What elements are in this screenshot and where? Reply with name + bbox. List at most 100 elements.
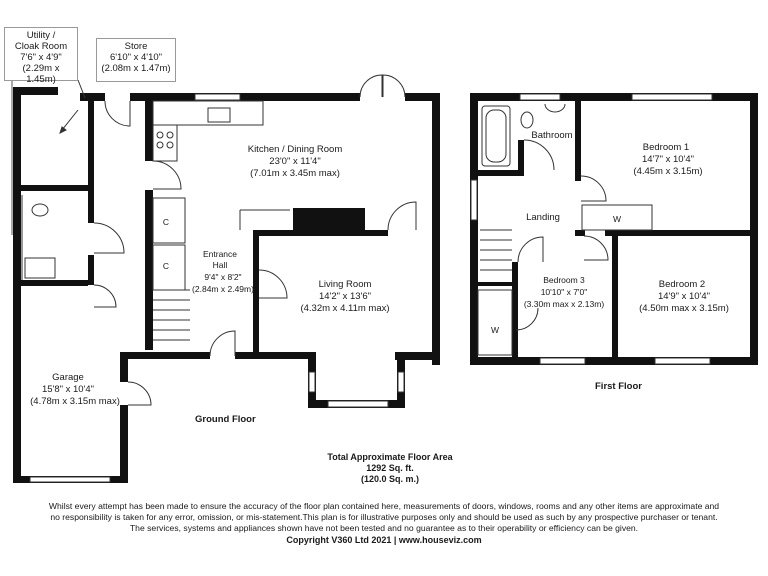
wc xyxy=(31,203,49,217)
cupboard-label: C xyxy=(163,261,169,271)
store-name: Store xyxy=(124,41,148,52)
kitchen-worktop xyxy=(152,124,178,162)
store-callout: Store 6'10" x 4'10" (2.08m x 1.47m) xyxy=(96,38,176,82)
utility-name2: Cloak Room xyxy=(14,41,68,52)
wall xyxy=(13,87,58,95)
wall xyxy=(575,101,581,181)
hob-ring xyxy=(166,131,174,139)
garage-metric: (4.78m x 3.15m max) xyxy=(30,396,120,407)
door-arc xyxy=(209,330,236,357)
wall xyxy=(512,262,518,360)
living-dims: 14'2" x 13'6" xyxy=(319,291,371,302)
wc xyxy=(520,111,534,129)
garage-name: Garage xyxy=(52,372,84,383)
wall xyxy=(470,93,755,101)
bed2-name: Bedroom 2 xyxy=(659,279,705,290)
basin xyxy=(544,103,566,113)
first-floor-walls xyxy=(470,93,758,365)
bed1-name: Bedroom 1 xyxy=(643,142,689,153)
door-arc xyxy=(583,235,609,261)
stairs xyxy=(480,229,512,271)
kitchen-dims: 23'0" x 11'4" xyxy=(269,156,320,167)
stairs xyxy=(153,289,190,341)
bed3-metric: (3.30m max x 2.13m) xyxy=(524,299,604,309)
wall xyxy=(432,93,440,365)
sink xyxy=(207,107,231,123)
wall xyxy=(145,190,153,350)
door-arc xyxy=(258,269,288,299)
door-arc xyxy=(152,160,182,190)
bed3-name: Bedroom 3 xyxy=(543,275,585,285)
wardrobe-label: W xyxy=(491,325,499,335)
total-area-sqft: 1292 Sq. ft. xyxy=(366,463,414,473)
door-arc xyxy=(580,175,607,202)
utility-sink xyxy=(24,257,56,279)
hall-name: Entrance xyxy=(203,249,237,259)
store-dims: 6'10" x 4'10" xyxy=(109,52,163,63)
door-arc xyxy=(104,100,131,127)
door-arc xyxy=(387,201,417,231)
wall xyxy=(120,352,128,382)
copyright: Copyright V360 Ltd 2021 | www.houseviz.c… xyxy=(286,535,482,545)
wall xyxy=(235,352,315,359)
wardrobe xyxy=(581,204,653,231)
ground-floor-fixtures xyxy=(11,74,417,483)
window xyxy=(519,93,561,101)
living-metric: (4.32m x 4.11m max) xyxy=(300,303,389,314)
wall xyxy=(612,236,618,360)
window xyxy=(539,357,586,365)
living-name: Living Room xyxy=(319,279,372,290)
wall xyxy=(605,230,755,236)
hob-ring xyxy=(156,131,164,139)
bath xyxy=(481,105,511,167)
garage-door xyxy=(29,476,111,483)
total-area: Total Approximate Floor Area 1292 Sq. ft… xyxy=(290,452,490,485)
utility-callout: Utility / Cloak Room 7'6" x 4'9" (2.29m … xyxy=(4,27,78,85)
hall-metric: (2.84m x 2.49m) xyxy=(192,284,254,294)
hall-name2: Hall xyxy=(213,260,228,270)
garage-dims: 15'8" x 10'4" xyxy=(42,384,94,395)
hob-ring xyxy=(166,141,174,149)
cupboard-label: C xyxy=(163,217,169,227)
wall xyxy=(395,352,440,360)
disclaimer-line-3: The services, systems and appliances sho… xyxy=(129,523,639,533)
wall xyxy=(120,405,128,480)
utility-metric: (2.29m x 1.45m) xyxy=(22,63,60,85)
window xyxy=(654,357,711,365)
hall-dims: 9'4" x 8'2" xyxy=(204,272,241,282)
bed3-dims: 10'10" x 7'0" xyxy=(541,287,588,297)
wall xyxy=(470,357,758,365)
wall xyxy=(518,140,524,176)
chimney-breast xyxy=(293,208,365,230)
bed2-dims: 14'9" x 10'4" xyxy=(658,291,710,302)
wall xyxy=(470,93,478,365)
hob-ring xyxy=(156,141,164,149)
kitchen-metric: (7.01m x 3.45m max) xyxy=(250,168,340,179)
wall xyxy=(253,230,259,355)
callout-leader xyxy=(77,79,86,99)
ground-floor-walls xyxy=(13,87,440,483)
wall xyxy=(750,93,758,365)
total-area-sqm: (120.0 Sq. m.) xyxy=(360,474,420,484)
window xyxy=(327,400,389,408)
disclaimer-line-1: Whilst every attempt has been made to en… xyxy=(48,501,720,511)
window xyxy=(631,93,713,101)
door-arc xyxy=(93,284,117,308)
wall xyxy=(253,230,388,236)
window xyxy=(397,371,405,393)
cupboard xyxy=(152,197,186,244)
wardrobe-label: W xyxy=(613,214,621,224)
first-floor-label: First Floor xyxy=(595,381,642,392)
window xyxy=(470,179,478,221)
patio-door-arc xyxy=(359,74,383,98)
wall xyxy=(21,280,88,286)
door-arc xyxy=(517,236,544,263)
landing-name: Landing xyxy=(526,212,560,223)
wall xyxy=(145,93,153,161)
utility-dims: 7'6" x 4'9" xyxy=(20,52,62,63)
wall xyxy=(575,230,585,236)
first-floor-fixtures xyxy=(470,93,713,365)
window xyxy=(194,93,241,101)
store-metric: (2.08m x 1.47m) xyxy=(101,63,171,74)
